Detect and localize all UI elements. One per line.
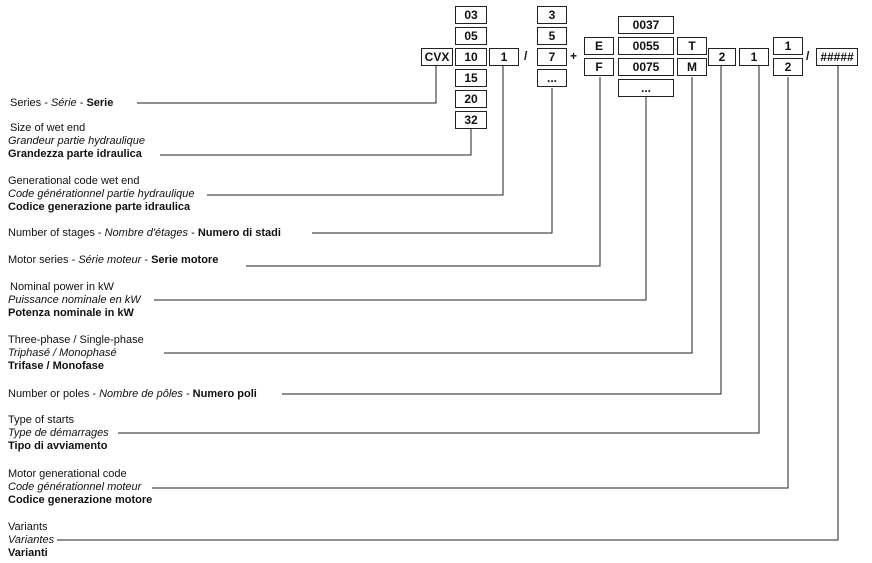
leader-starts [118, 66, 760, 434]
label-stages-sep2: - [188, 227, 198, 239]
label-poles-fr: Nombre de pôles [99, 388, 183, 400]
label-motor-series-en: Motor series [8, 254, 69, 266]
leader-size [160, 127, 472, 156]
code-box-size-20: 20 [455, 90, 487, 108]
leader-poles [282, 66, 722, 395]
leader-series [137, 66, 437, 104]
label-starts-it: Tipo di avviamento [8, 440, 108, 452]
code-box-variants: ##### [816, 48, 858, 66]
code-box-gen-wet: 1 [489, 48, 519, 66]
label-starts-fr: Type de démarrages [8, 427, 109, 439]
label-phase-en: Three-phase / Single-phase [8, 334, 144, 346]
code-box-motor-series-f: F [584, 58, 614, 76]
separator-slash-2: / [806, 49, 810, 63]
label-motor-series-sep2: - [141, 254, 152, 266]
label-motor-gen-en: Motor generational code [8, 468, 127, 480]
code-box-size-03: 03 [455, 6, 487, 24]
separator-slash-1: / [524, 49, 528, 63]
label-motor-series-it: Serie motore [151, 254, 219, 266]
code-box-stages-more: ... [537, 69, 567, 87]
code-box-power-more: ... [618, 79, 674, 97]
code-box-cvx: CVX [421, 48, 453, 66]
label-stages-it: Numero di stadi [197, 227, 281, 239]
label-phase-fr: Triphasé / Monophasé [8, 347, 117, 359]
leader-stages [312, 88, 553, 234]
leader-gen-wet [207, 66, 504, 196]
label-gen-wet-fr: Code générationnel partie hydraulique [8, 188, 195, 200]
leader-variants [57, 66, 839, 541]
separator-plus: + [570, 49, 578, 63]
code-box-size-05: 05 [455, 27, 487, 45]
label-series-it: Serie [86, 97, 114, 109]
label-size-en: Size of wet end [10, 122, 86, 134]
label-poles-it: Numero poli [192, 388, 257, 400]
code-box-size-10: 10 [455, 48, 487, 66]
label-series: Series - Série - Serie [10, 97, 113, 110]
label-poles: Number or poles - Nombre de pôles - Nume… [8, 388, 257, 401]
label-variants-fr: Variantes [8, 534, 55, 546]
code-box-poles: 2 [708, 48, 736, 66]
label-starts-en: Type of starts [8, 414, 75, 426]
label-gen-wet-it: Codice generazione parte idraulica [8, 201, 191, 213]
code-box-starts: 1 [739, 48, 769, 66]
label-series-sep2: - [76, 97, 87, 109]
label-poles-sep1: - [89, 388, 100, 400]
label-series-fr: Série [50, 97, 77, 109]
label-motor-gen-fr: Code générationnel moteur [8, 481, 142, 493]
code-box-motor-gen-1: 1 [773, 37, 803, 55]
label-power-en: Nominal power in kW [10, 281, 114, 293]
label-motor-gen-it: Codice generazione motore [8, 494, 153, 506]
leader-phase [164, 77, 693, 354]
code-box-motor-series-e: E [584, 37, 614, 55]
code-box-power-0075: 0075 [618, 58, 674, 76]
leader-motor-series [246, 77, 601, 267]
label-power-it: Potenza nominale in kW [8, 307, 134, 319]
label-gen-wet-en: Generational code wet end [8, 175, 140, 187]
code-box-size-32: 32 [455, 111, 487, 129]
label-series-sep1: - [41, 97, 51, 109]
label-stages-sep1: - [94, 227, 105, 239]
label-phase-it: Trifase / Monofase [8, 360, 104, 372]
label-motor-series: Motor series - Série moteur - Serie moto… [8, 254, 218, 267]
code-box-power-0055: 0055 [618, 37, 674, 55]
label-series-en: Series [10, 97, 42, 109]
leader-motor-gen [152, 77, 789, 489]
label-motor-series-sep1: - [68, 254, 79, 266]
code-box-stages-3: 3 [537, 6, 567, 24]
code-box-power-0037: 0037 [618, 16, 674, 34]
leader-power [154, 96, 647, 301]
code-box-phase-t: T [677, 37, 707, 55]
label-size-fr: Grandeur partie hydraulique [8, 135, 145, 147]
label-variants-it: Varianti [8, 547, 48, 559]
label-stages-en: Number of stages [8, 227, 95, 239]
label-stages-fr: Nombre d'étages [104, 227, 189, 239]
label-power-fr: Puissance nominale en kW [8, 294, 141, 306]
label-motor-series-fr: Série moteur [78, 254, 142, 266]
code-box-phase-m: M [677, 58, 707, 76]
code-box-size-15: 15 [455, 69, 487, 87]
code-box-stages-5: 5 [537, 27, 567, 45]
code-box-motor-gen-2: 2 [773, 58, 803, 76]
label-size-it: Grandezza parte idraulica [8, 148, 142, 160]
label-poles-en: Number or poles [8, 388, 90, 400]
label-stages: Number of stages - Nombre d'étages - Num… [8, 227, 281, 240]
code-box-stages-7: 7 [537, 48, 567, 66]
label-variants-en: Variants [8, 521, 48, 533]
label-poles-sep2: - [182, 388, 193, 400]
